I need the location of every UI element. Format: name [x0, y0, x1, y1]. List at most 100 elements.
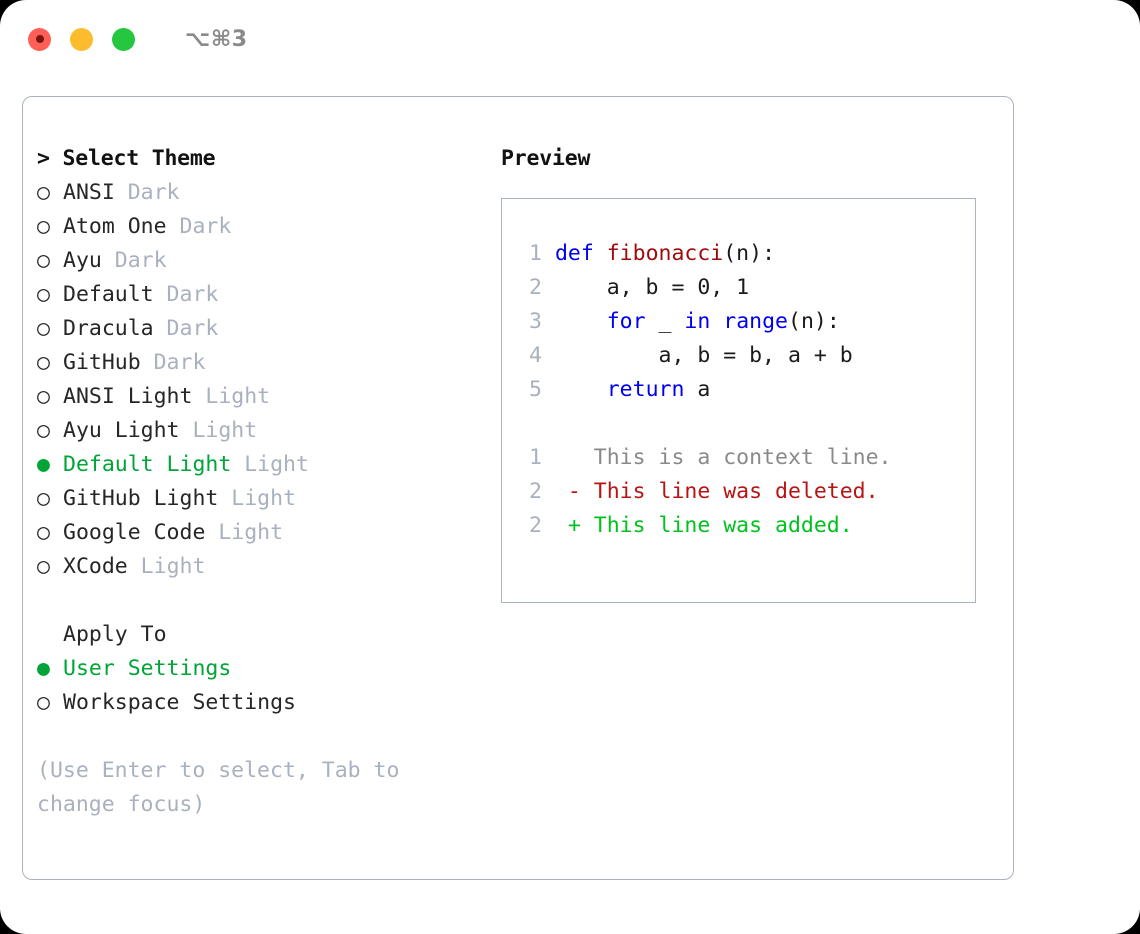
theme-list-item[interactable]: ○ ANSI Light Light — [37, 380, 477, 414]
code-token — [710, 309, 723, 334]
radio-unselected-icon: ○ — [37, 690, 50, 715]
code-token: a, b = 0, 1 — [554, 275, 750, 300]
keyboard-shortcut-label: ⌥⌘3 — [185, 26, 248, 52]
theme-name: Ayu Light — [63, 418, 180, 443]
theme-list-item[interactable]: ○Google Code Light — [37, 516, 477, 550]
diff-sample: 1 This is a context line.2 - This line w… — [516, 441, 975, 543]
code-token: a, b = b, a + b — [554, 343, 853, 368]
code-token: fibonacci — [606, 241, 724, 266]
code-line: 4 a, b = b, a + b — [516, 339, 975, 373]
radio-unselected-icon: ○ — [37, 214, 50, 239]
radio-unselected-icon: ○ — [37, 520, 50, 545]
theme-list-item[interactable]: ○ Dracula Dark — [37, 312, 477, 346]
code-token: for — [606, 309, 646, 334]
theme-list-item[interactable]: ●Default Light Light — [37, 448, 477, 482]
code-line: 1 def fibonacci(n): — [516, 237, 975, 271]
traffic-light-controls — [28, 27, 135, 51]
line-number: 4 — [529, 343, 542, 368]
code-diff-spacer — [516, 407, 975, 441]
diff-sign: - — [567, 479, 594, 504]
radio-unselected-icon: ○ — [37, 248, 50, 273]
list-spacer — [37, 584, 477, 618]
radio-unselected-icon: ○ — [37, 554, 50, 579]
code-token: (n): — [723, 241, 776, 266]
diff-line: 1 This is a context line. — [516, 441, 975, 475]
diff-text: This line was added. — [593, 513, 853, 538]
code-token: (n): — [788, 309, 840, 334]
theme-name: ANSI Light — [63, 384, 193, 409]
theme-variant-badge: Light — [192, 384, 271, 409]
theme-list-item[interactable]: ○GitHub Light Light — [37, 482, 477, 516]
theme-name: Atom One — [63, 214, 167, 239]
theme-variant-badge: Dark — [140, 350, 206, 375]
theme-picker-header: > Select Theme — [37, 146, 216, 171]
theme-variant-badge: Dark — [153, 282, 219, 307]
radio-unselected-icon: ○ — [37, 316, 50, 341]
code-token: _ — [645, 309, 685, 334]
code-token — [555, 309, 607, 334]
apply-to-label: Apply To — [63, 622, 167, 647]
radio-unselected-icon: ○ — [37, 418, 50, 443]
code-line: 5 return a — [516, 373, 975, 407]
theme-name: Default — [63, 282, 154, 307]
theme-variant-badge: Light — [127, 554, 206, 579]
code-token: in — [684, 309, 711, 334]
radio-unselected-icon: ○ — [37, 486, 50, 511]
diff-text: This line was deleted. — [593, 479, 879, 504]
theme-list-item[interactable]: ○ XCode Light — [37, 550, 477, 584]
apply-to-options: ● User Settings ○Workspace Settings — [37, 652, 477, 720]
line-number: 2 — [529, 479, 542, 504]
line-number: 3 — [529, 309, 542, 334]
apply-to-option-label: User Settings — [63, 656, 232, 681]
theme-name: Dracula — [63, 316, 154, 341]
theme-name: XCode — [63, 554, 128, 579]
theme-name: GitHub Light — [63, 486, 219, 511]
theme-variant-badge: Dark — [153, 316, 219, 341]
theme-variant-badge: Light — [231, 452, 309, 477]
code-line: 3 for _ in range(n): — [516, 305, 975, 339]
minimize-window-icon[interactable] — [70, 27, 93, 51]
theme-list-item[interactable]: ○ Ayu Dark — [37, 244, 477, 278]
theme-variant-badge: Dark — [114, 180, 180, 205]
close-window-icon[interactable] — [28, 27, 51, 51]
code-token: def — [554, 241, 607, 266]
maximize-window-icon[interactable] — [112, 27, 135, 51]
diff-line: 2 - This line was deleted. — [516, 475, 975, 509]
code-token: return — [606, 377, 685, 402]
radio-selected-icon: ● — [37, 452, 50, 477]
theme-list-item[interactable]: ○ ANSI Dark — [37, 176, 477, 210]
diff-text: This is a context line. — [593, 445, 892, 470]
radio-unselected-icon: ○ — [37, 350, 50, 375]
code-line: 2 a, b = 0, 1 — [516, 271, 975, 305]
line-number: 2 — [529, 275, 542, 300]
apply-to-option[interactable]: ○Workspace Settings — [37, 686, 477, 720]
radio-unselected-icon: ○ — [37, 384, 50, 409]
radio-selected-icon: ● — [37, 656, 50, 681]
theme-list: ○ ANSI Dark ○ Atom One Dark ○ Ayu Dark ○ Defaul… — [37, 176, 477, 584]
title-bar: ⌥⌘3 — [0, 0, 1140, 78]
dialog-panel: > Select Theme ○ANSI Dark○Atom One Dark○… — [22, 96, 1014, 880]
theme-picker-column: > Select Theme ○ANSI Dark○Atom One Dark○… — [37, 142, 477, 822]
diff-sign: + — [567, 513, 594, 538]
theme-list-item[interactable]: ○Ayu Light Light — [37, 414, 477, 448]
code-token: range — [723, 309, 788, 334]
radio-unselected-icon: ○ — [37, 180, 50, 205]
theme-list-item[interactable]: ○ Default Dark — [37, 278, 477, 312]
theme-variant-badge: Dark — [101, 248, 167, 273]
apply-to-option[interactable]: ● User Settings — [37, 652, 477, 686]
theme-list-item[interactable]: ○ Atom One Dark — [37, 210, 477, 244]
theme-variant-badge: Dark — [166, 214, 232, 239]
preview-column: Preview 1 def fibonacci(n):2 a, b = 0, 1… — [501, 142, 1001, 603]
theme-name: GitHub — [63, 350, 141, 375]
keyboard-hint: (Use Enter to select, Tab to change focu… — [37, 758, 413, 817]
theme-variant-badge: Light — [205, 520, 284, 545]
radio-unselected-icon: ○ — [37, 282, 50, 307]
theme-list-item[interactable]: ○ GitHub Dark — [37, 346, 477, 380]
theme-name: Ayu — [63, 248, 102, 273]
diff-sign — [568, 445, 594, 470]
theme-name: ANSI — [63, 180, 115, 205]
code-token: a — [684, 377, 711, 402]
